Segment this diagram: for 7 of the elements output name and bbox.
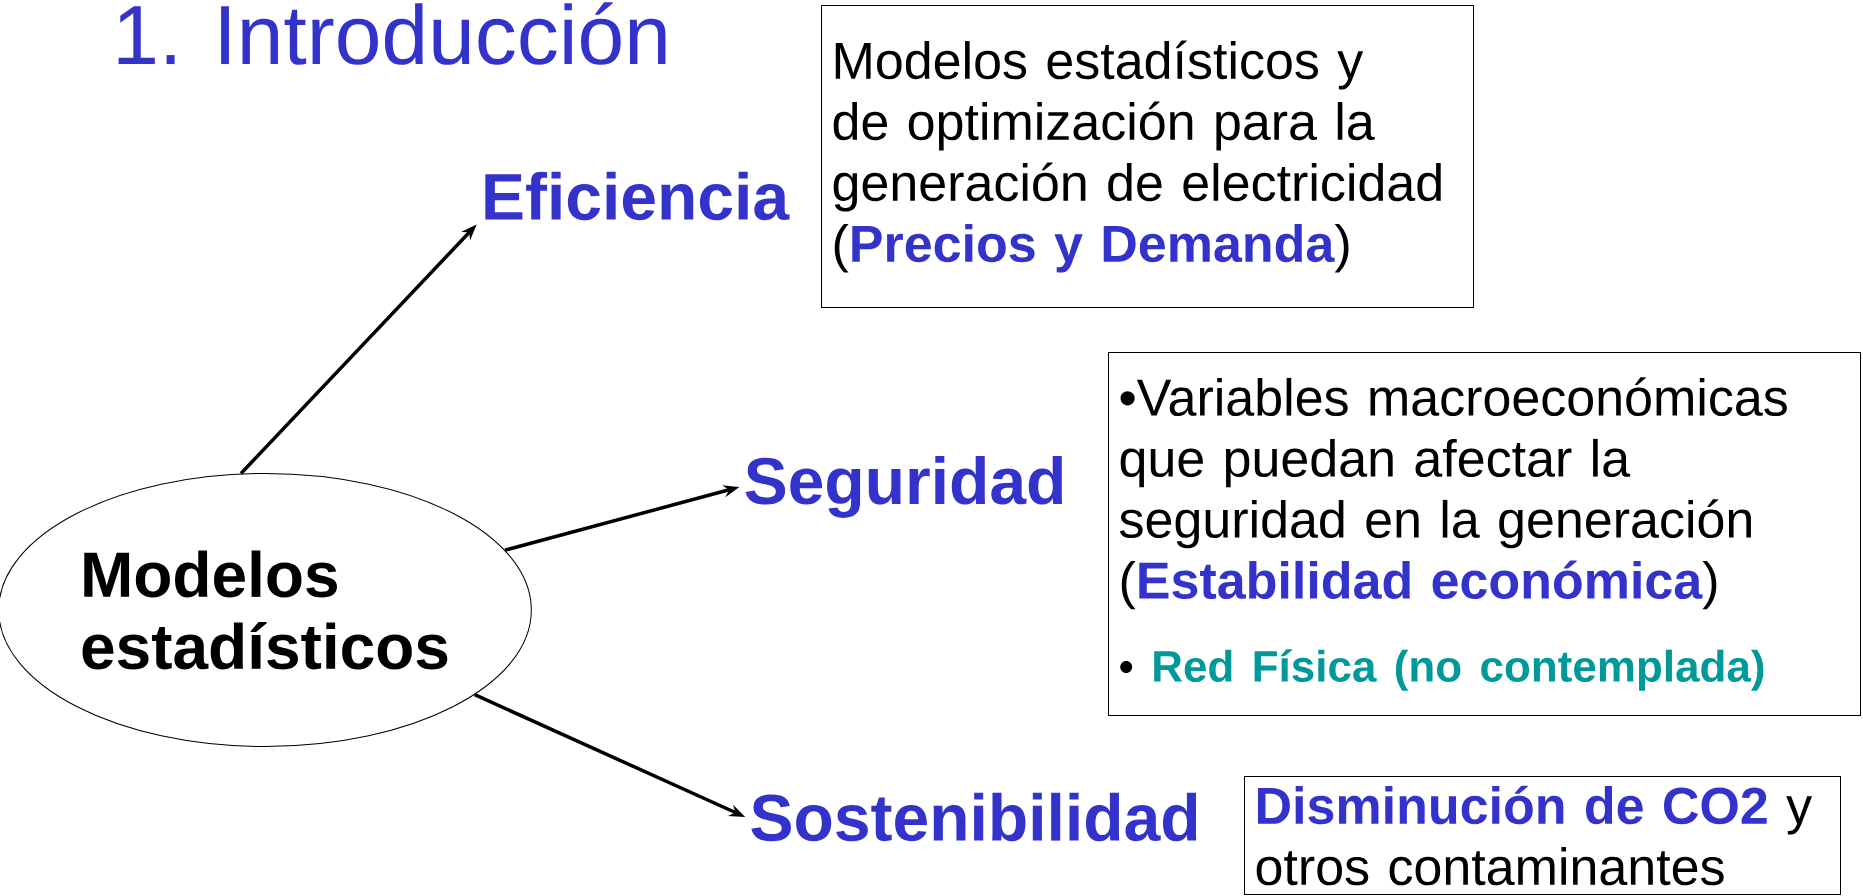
text-box: Modelos estadísticos y de optimización para la generación de electricidad (Precios y Demanda) [821, 5, 1474, 308]
slide-title: 1. Introducción [118, 2, 666, 65]
text-box: •Variables macroeconómicas que puedan afectar la seguridad en la generación (Estabilidad económica) • Red Física (no contemplada) [1108, 352, 1861, 716]
category-label: Seguridad [745, 456, 1063, 518]
category-label: Sostenibilidad [751, 792, 1197, 842]
category-label: Eficiencia [485, 171, 790, 221]
text-box: Disminución de CO2 y otros contaminantes [1244, 776, 1841, 895]
